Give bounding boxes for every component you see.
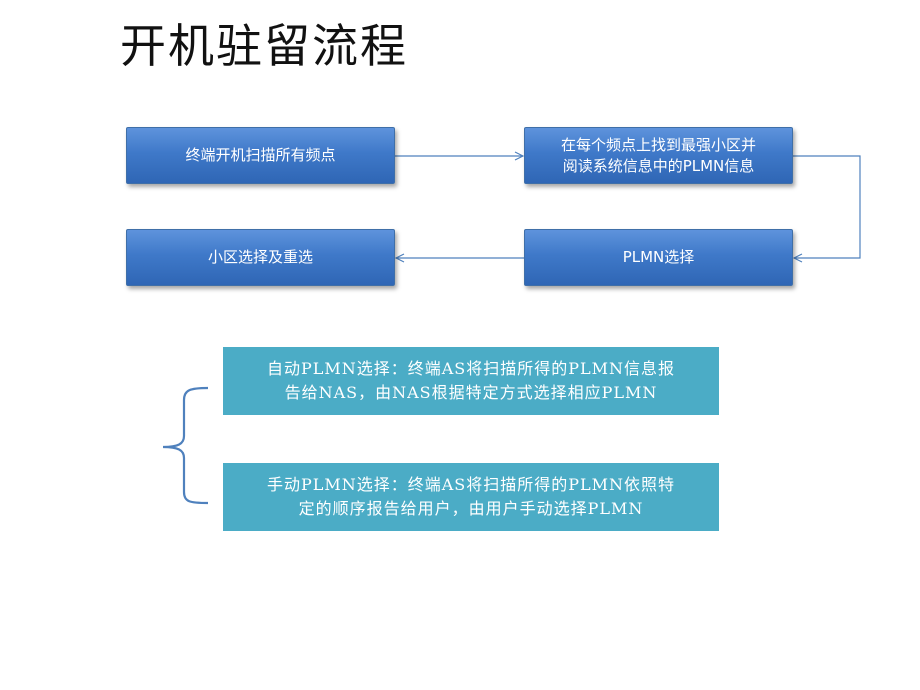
note-manual-line1: 手动PLMN选择：终端AS将扫描所得的PLMN依照特 (266, 475, 676, 494)
curly-brace (162, 386, 209, 505)
note-automatic-plmn-selection: 自动PLMN选择：终端AS将扫描所得的PLMN信息报 告给NAS，由NAS根据特… (223, 347, 719, 415)
note-auto-line2: 告给NAS，由NAS根据特定方式选择相应PLMN (284, 383, 658, 402)
note-manual-plmn-selection: 手动PLMN选择：终端AS将扫描所得的PLMN依照特 定的顺序报告给用户，由用户… (223, 463, 719, 531)
arrow-find-to-plmn (793, 155, 861, 258)
flow-step-find-strongest-cell: 在每个频点上找到最强小区并 阅读系统信息中的PLMN信息 (524, 127, 793, 184)
note-auto-line1: 自动PLMN选择：终端AS将扫描所得的PLMN信息报 (266, 359, 676, 378)
flow-step-plmn-label: PLMN选择 (622, 248, 695, 266)
flow-step-cell-label: 小区选择及重选 (207, 248, 313, 266)
slide-title: 开机驻留流程 (120, 19, 408, 73)
flow-step-scan-label: 终端开机扫描所有频点 (185, 146, 336, 164)
note-manual-line2: 定的顺序报告给用户，由用户手动选择PLMN (298, 499, 644, 518)
flow-step-scan-frequencies: 终端开机扫描所有频点 (126, 127, 395, 184)
flow-step-plmn-selection: PLMN选择 (524, 229, 793, 286)
flow-step-find-label-line2: 阅读系统信息中的PLMN信息 (562, 156, 755, 175)
flow-step-find-label-line1: 在每个频点上找到最强小区并 (560, 135, 756, 154)
flow-step-cell-selection: 小区选择及重选 (126, 229, 395, 286)
